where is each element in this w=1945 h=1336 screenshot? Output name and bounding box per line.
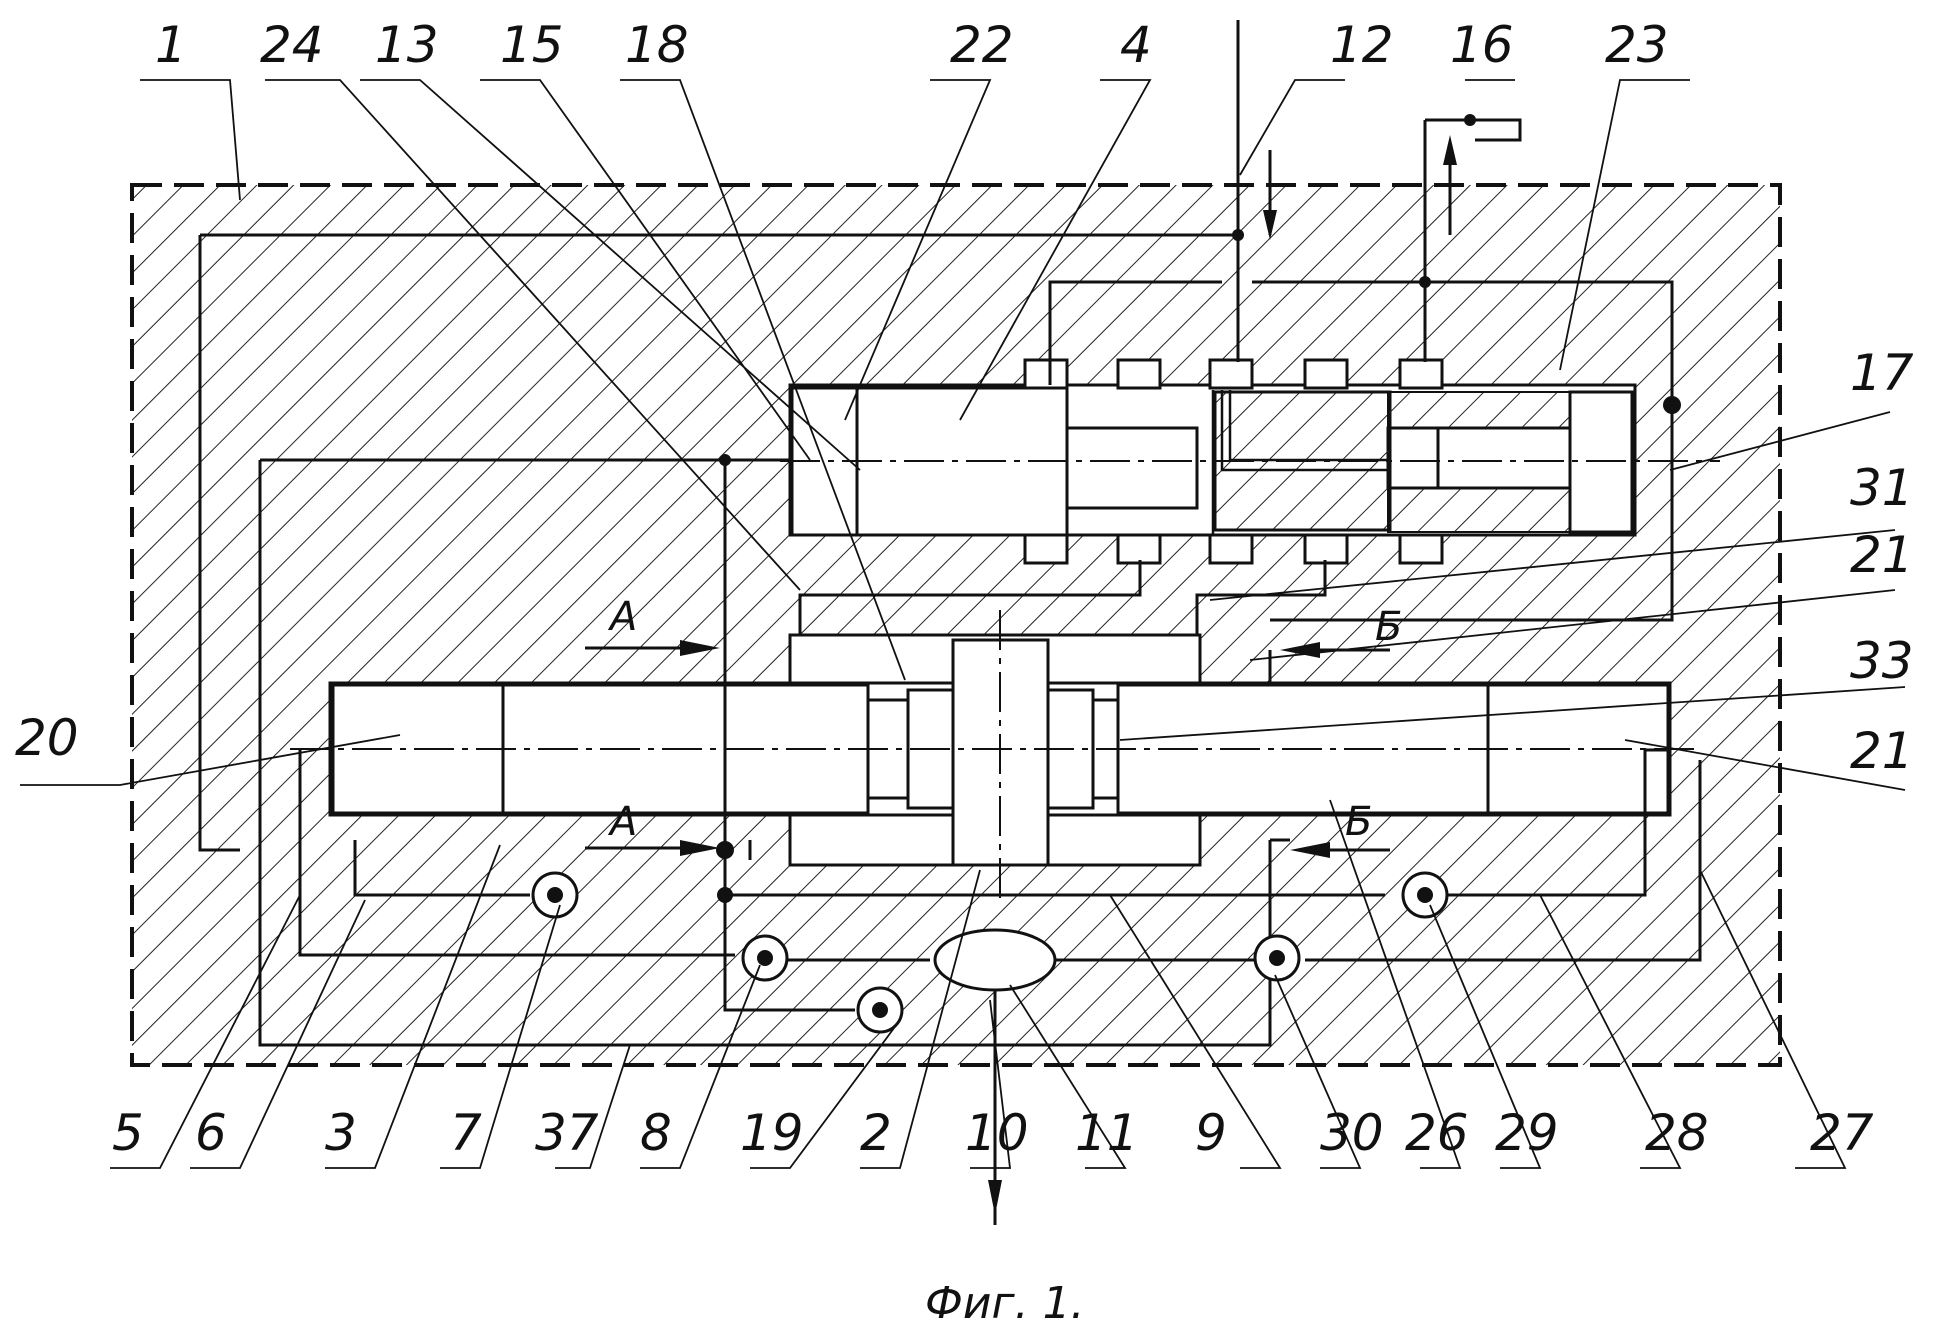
label-21-top: 21 — [1850, 526, 1914, 584]
label-3: 3 — [325, 1104, 357, 1162]
center-lines — [290, 460, 1720, 900]
label-15: 15 — [500, 16, 564, 74]
section-marks: А А Б Б — [607, 594, 1402, 845]
label-20: 20 — [15, 709, 79, 767]
figure-caption: Фиг. 1. — [925, 1278, 1085, 1329]
label-23: 23 — [1605, 16, 1669, 74]
arrow-down-icon — [1263, 210, 1277, 240]
label-24: 24 — [260, 16, 324, 74]
spool-valve — [790, 358, 1634, 565]
label-13: 13 — [375, 16, 439, 74]
housing-body — [130, 183, 1782, 1067]
label-19: 19 — [740, 1104, 804, 1162]
label-22: 22 — [950, 16, 1014, 74]
arrow-down-icon — [988, 1180, 1002, 1215]
label-30: 30 — [1320, 1104, 1384, 1162]
section-a-top: А — [607, 594, 637, 640]
flow-arrows — [680, 135, 1457, 1215]
label-37: 37 — [535, 1104, 599, 1162]
arrow-up-icon — [1443, 135, 1457, 165]
arrow-right-icon — [680, 840, 720, 856]
label-11: 11 — [1075, 1104, 1139, 1162]
section-a-bottom: А — [607, 799, 637, 845]
label-8: 8 — [640, 1104, 672, 1162]
label-2: 2 — [860, 1104, 892, 1162]
label-4: 4 — [1120, 16, 1152, 74]
section-b-top: Б — [1375, 604, 1402, 650]
label-31: 31 — [1850, 459, 1914, 517]
hydraulic-lines — [198, 20, 1702, 1225]
label-16: 16 — [1450, 16, 1514, 74]
reference-labels: 1 24 13 15 18 22 4 12 16 23 17 31 21 33 … — [15, 16, 1914, 1162]
label-1: 1 — [155, 16, 187, 74]
check-valve-balls — [547, 887, 1433, 1018]
label-29: 29 — [1495, 1104, 1559, 1162]
label-5: 5 — [112, 1104, 144, 1162]
section-b-bottom: Б — [1345, 799, 1372, 845]
arrow-right-icon — [680, 640, 720, 656]
label-12: 12 — [1330, 16, 1394, 74]
leader-lines — [20, 79, 1906, 1169]
accumulator-10 — [933, 928, 1057, 992]
label-28: 28 — [1645, 1104, 1709, 1162]
label-17: 17 — [1850, 344, 1914, 402]
junction-dots — [716, 114, 1681, 903]
label-18: 18 — [625, 16, 689, 74]
arrow-left-icon — [1290, 842, 1330, 858]
label-9: 9 — [1195, 1104, 1227, 1162]
label-27: 27 — [1810, 1104, 1874, 1162]
label-7: 7 — [450, 1104, 482, 1162]
label-21-bottom: 21 — [1850, 722, 1914, 780]
label-26: 26 — [1405, 1104, 1469, 1162]
label-10: 10 — [965, 1104, 1029, 1162]
label-6: 6 — [195, 1104, 227, 1162]
label-33: 33 — [1850, 632, 1914, 690]
